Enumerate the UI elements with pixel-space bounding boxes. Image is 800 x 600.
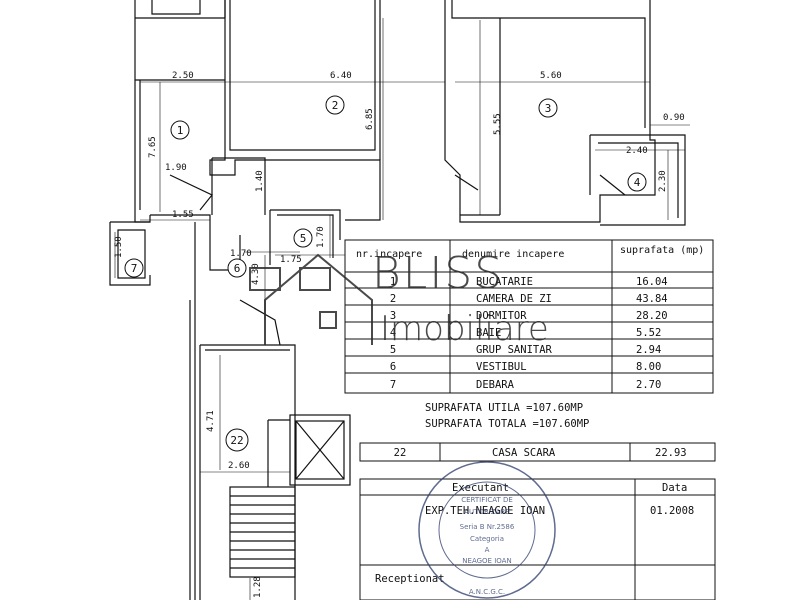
cell-area: 8.00 [636,361,661,373]
cell-area: 43.84 [636,293,668,305]
room-2-marker [325,95,345,115]
dim-1-28: 1.28 [253,576,263,598]
dim-1-40: 1.40 [255,170,265,192]
stamp-line: NEAGOE IOAN [462,557,511,565]
cell-nr: 3 [390,310,396,322]
stamp-line: CERTIFICAT DE [461,496,513,504]
room-4-marker [627,172,647,192]
dim-5-60: 5.60 [540,71,562,81]
executant-name: EXP.TEH.NEAGOE IOAN [425,505,545,517]
cell-name: CAMERA DE ZI [476,293,552,305]
total-area: SUPRAFATA TOTALA =107.60MP [425,418,589,430]
dim-5-55: 5.55 [493,113,503,135]
room-6-label: 6 [234,262,241,275]
cell-nr: 4 [390,327,396,339]
cell-name: VESTIBUL [476,361,527,373]
room-3-marker [538,98,558,118]
bliss-watermark: BLISS Imobiliare [249,248,549,349]
walls [109,0,686,600]
table-row: 4 BAIE 5.52 [390,327,661,339]
cell-nr: 6 [390,361,396,373]
room-6-marker [227,258,247,278]
stamp-line: Seria B Nr.2586 [460,523,515,531]
dimension-labels: 2.50 6.40 5.60 0.90 6.85 5.55 7.65 1.90 … [114,71,685,598]
table-rows: 1 BUCATARIE 16.04 2 CAMERA DE ZI 43.84 3… [390,276,668,391]
room-22-label: 22 [230,434,243,447]
dim-2-30: 2.30 [658,170,668,192]
table-header-area: suprafata (mp) [620,245,704,256]
cell-name: DEBARA [476,379,515,391]
cell-name: BUCATARIE [476,276,533,288]
cell-name: DORMITOR [476,310,527,322]
cell-name: BAIE [476,327,501,339]
dim-6-40: 6.40 [330,71,352,81]
stamp-line: A.N.C.G.C. [469,588,505,596]
data-label: Data [662,482,687,494]
official-stamp: CERTIFICAT DE AUTORIZARE Seria B Nr.2586… [418,461,556,599]
table-header-name: denumire incapere [462,249,564,260]
room-3-label: 3 [545,102,552,115]
dim-2-50: 2.50 [172,71,194,81]
date-value: 01.2008 [650,505,694,517]
dim-0-90: 0.90 [663,113,685,123]
room-7-label: 7 [131,262,138,275]
dim-4-30: 4.30 [251,263,261,285]
cell-area: 5.52 [636,327,661,339]
room-table: nr.incapere denumire incapere suprafata … [344,239,714,394]
watermark-sub: Imobiliare [380,309,549,349]
watermark-brand: BLISS [372,248,504,299]
room-markers [124,95,647,452]
stamp-line: AUTORIZARE [464,508,510,516]
signature-block: Executant Data EXP.TEH.NEAGOE IOAN 01.20… [359,478,716,600]
cell-area: 2.70 [636,379,661,391]
receptionat-label: Receptionat [375,573,445,585]
table-row: 3 DORMITOR 28.20 [390,310,668,322]
dim-2-40: 2.40 [626,146,648,156]
dim-4-71: 4.71 [206,410,216,432]
room-5-label: 5 [300,232,307,245]
cell-area: 16.04 [636,276,668,288]
room-5-marker [293,228,313,248]
stair-row-name: CASA SCARA [492,447,556,459]
room-1-label: 1 [177,124,184,137]
room-7-marker [124,258,144,278]
table-row: 6 VESTIBUL 8.00 [390,361,661,373]
table-row: 2 CAMERA DE ZI 43.84 [390,293,668,305]
table-row: 1 BUCATARIE 16.04 [390,276,668,288]
dimension-lines [114,18,690,600]
executant-label: Executant [452,482,509,494]
dim-1-50: 1.50 [114,236,124,258]
cell-name: GRUP SANITAR [476,344,553,356]
table-header-nr: nr.incapere [356,249,422,260]
dim-1-55: 1.55 [172,210,194,220]
total-useful-area: SUPRAFATA UTILA =107.60MP [425,402,583,414]
dim-7-65: 7.65 [148,136,158,158]
cell-nr: 7 [390,379,396,391]
room-numbers: 1 2 3 4 5 6 7 22 [131,99,641,447]
stamp-line: A [485,546,490,554]
table-row: 7 DEBARA 2.70 [390,379,661,391]
stair-row-nr: 22 [394,447,407,459]
dim-1-70-b: 1.70 [316,226,326,248]
dim-1-70-a: 1.70 [230,249,252,259]
room-22-marker [225,428,249,452]
cell-area: 28.20 [636,310,668,322]
table-row: 5 GRUP SANITAR 2.94 [390,344,661,356]
room-2-label: 2 [332,99,339,112]
dim-1-75: 1.75 [280,255,302,265]
room-4-label: 4 [634,176,641,189]
stamp-line: Categoria [470,535,504,543]
dim-2-60: 2.60 [228,461,250,471]
house-logo-icon [249,253,373,345]
room-1-marker [170,120,190,140]
stair-row-area: 22.93 [655,447,687,459]
cell-area: 2.94 [636,344,661,356]
cell-nr: 5 [390,344,396,356]
dim-1-90: 1.90 [165,163,187,173]
cell-nr: 2 [390,293,396,305]
dim-6-85: 6.85 [365,108,375,130]
stair-row-table: 22 CASA SCARA 22.93 [359,442,716,462]
cell-nr: 1 [390,276,396,288]
